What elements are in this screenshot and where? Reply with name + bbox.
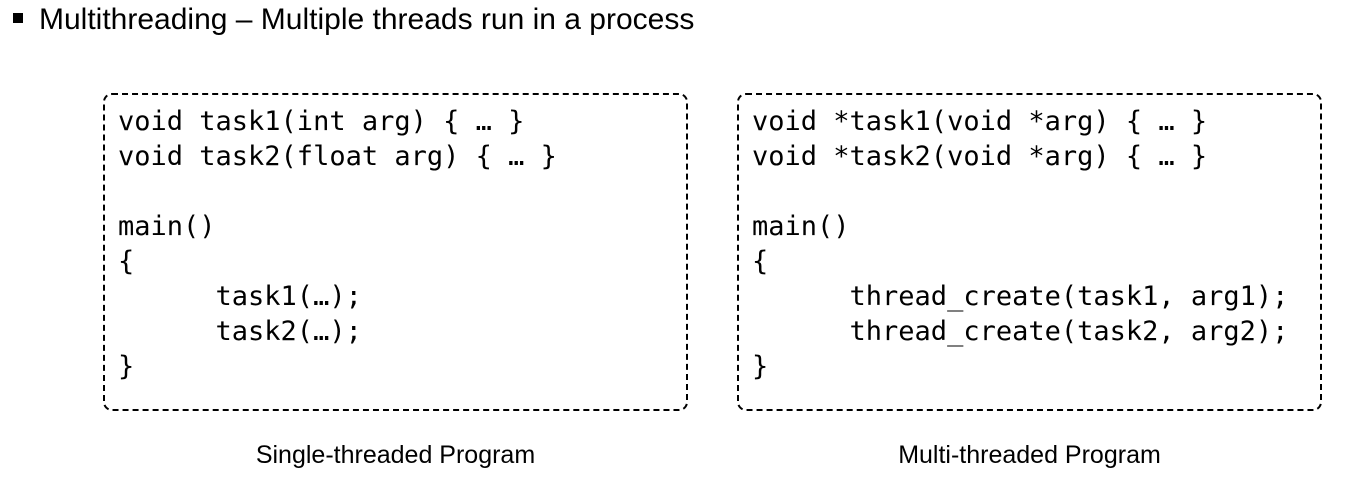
caption-single-threaded: Single-threaded Program [255,441,536,469]
code-panel-single-threaded: void task1(int arg) { … } void task2(flo… [103,93,688,411]
slide-title-row: Multithreading – Multiple threads run in… [13,3,694,36]
caption-multi-threaded: Multi-threaded Program [898,441,1161,469]
slide-title: Multithreading – Multiple threads run in… [39,3,695,36]
code-panel-multi-threaded: void *task1(void *arg) { … } void *task2… [737,93,1322,411]
code-block-single-threaded: void task1(int arg) { … } void task2(flo… [118,106,557,382]
bullet-square-icon [13,13,23,23]
code-block-multi-threaded: void *task1(void *arg) { … } void *task2… [752,106,1289,382]
